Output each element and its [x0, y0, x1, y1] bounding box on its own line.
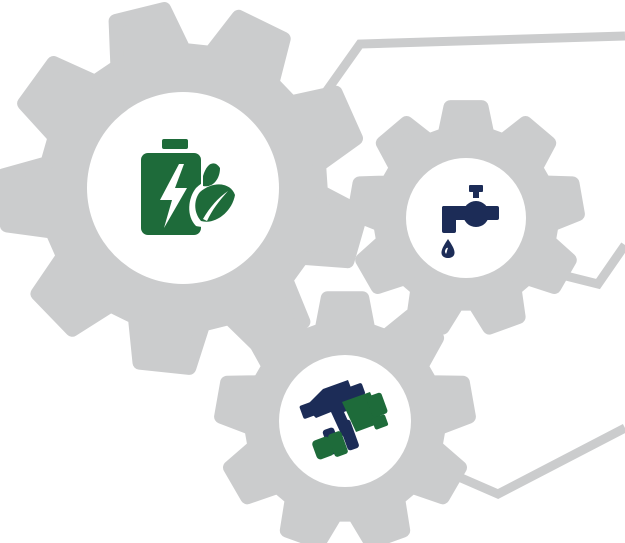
connector-line-bottom — [450, 424, 625, 499]
handshake-icon — [299, 380, 389, 460]
water-faucet-icon — [441, 185, 499, 258]
connector-line-top — [312, 31, 625, 109]
battery-leaf-icon — [141, 139, 240, 235]
connector-line-middle — [564, 242, 625, 290]
connector-lines — [312, 31, 625, 499]
